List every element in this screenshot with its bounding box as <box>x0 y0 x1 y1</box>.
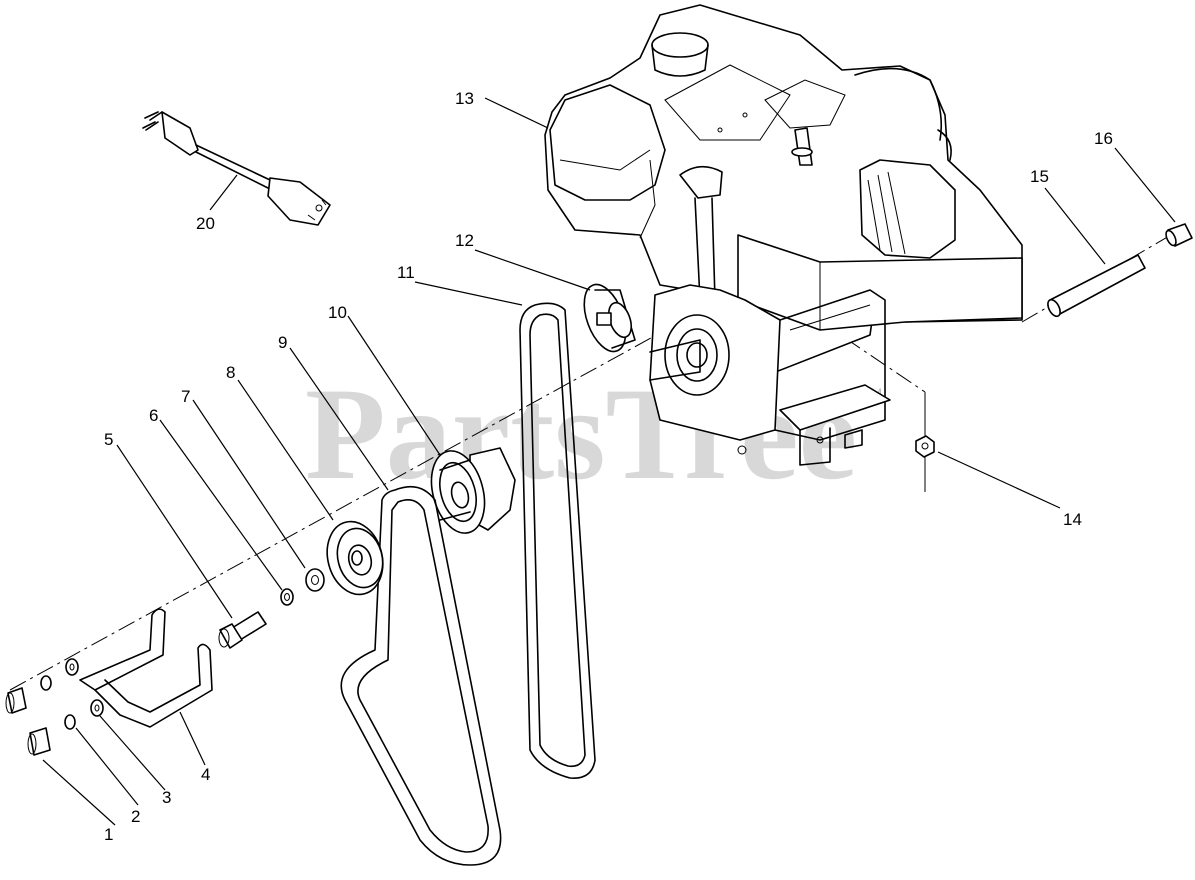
nut-14 <box>915 435 935 458</box>
callout-11: 11 <box>397 263 415 282</box>
callout-15: 15 <box>1030 167 1049 186</box>
callout-5: 5 <box>104 430 113 449</box>
coupler-nut <box>1165 223 1193 247</box>
callout-8: 8 <box>226 363 235 382</box>
extension-cord <box>142 111 331 226</box>
screws-washers <box>5 658 104 756</box>
callout-20: 20 <box>196 214 215 233</box>
callout-9: 9 <box>278 333 287 352</box>
bolt-5 <box>218 611 267 649</box>
washer-7 <box>305 568 325 592</box>
pulley-small <box>583 283 636 353</box>
callout-2: 2 <box>131 807 140 826</box>
callout-4: 4 <box>201 765 210 784</box>
callout-7: 7 <box>181 387 190 406</box>
callout-6: 6 <box>149 406 158 425</box>
callout-16: 16 <box>1094 129 1113 148</box>
bracket-4 <box>79 608 213 728</box>
callout-14: 14 <box>1063 510 1082 529</box>
pulley-flat <box>326 520 384 596</box>
belt-short <box>340 485 502 866</box>
callout-10: 10 <box>328 303 347 322</box>
pulley-large <box>430 447 516 534</box>
belt-long <box>519 302 596 779</box>
callout-13: 13 <box>455 89 474 108</box>
callout-12: 12 <box>455 231 474 250</box>
engine <box>544 4 1023 466</box>
leader-lines <box>42 97 1176 826</box>
spacer-tube <box>1047 254 1146 318</box>
lockwasher-6 <box>280 588 294 606</box>
callout-3: 3 <box>162 788 171 807</box>
callout-1: 1 <box>104 825 113 844</box>
callout-labels: 1 2 3 4 5 6 7 8 9 10 11 12 13 14 15 16 2… <box>104 89 1113 844</box>
